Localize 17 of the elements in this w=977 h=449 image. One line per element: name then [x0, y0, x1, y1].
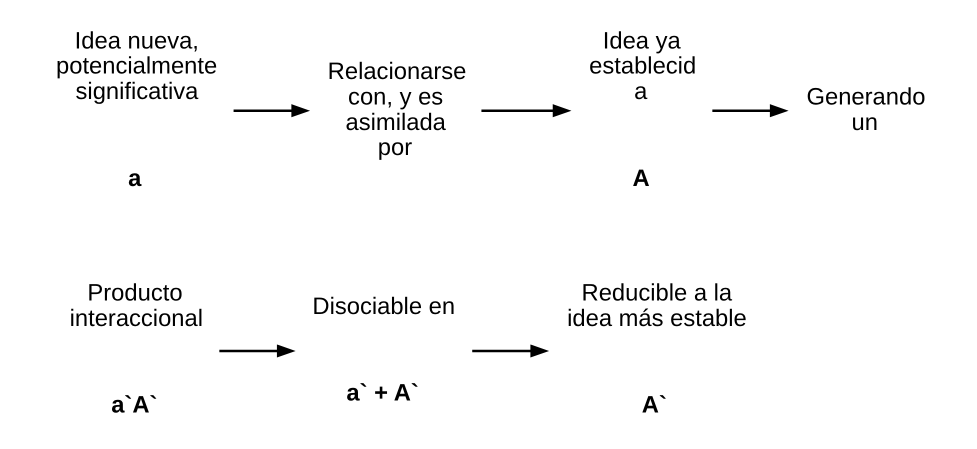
arrow: [472, 344, 549, 358]
node-text: Reducible a la idea más estable: [566, 279, 746, 332]
arrow: [480, 104, 571, 118]
node-label: a`A`: [110, 391, 157, 418]
node-text: Disociable en: [312, 292, 455, 320]
arrow: [218, 344, 296, 358]
node-text: Producto interaccional: [69, 279, 203, 332]
arrow: [233, 104, 310, 118]
node-label: a: [128, 164, 141, 192]
node-label: A: [632, 164, 650, 192]
node-label: A`: [641, 391, 666, 418]
node-text: Idea nueva, potencialmente significativa: [56, 27, 217, 106]
node-label: a` + A`: [346, 380, 418, 407]
arrow: [712, 104, 788, 118]
node-text: Relacionarse con, y es asimilada por: [327, 58, 466, 162]
node-text: Idea ya establecid a: [588, 27, 696, 106]
node-text: Generando un: [806, 83, 925, 136]
